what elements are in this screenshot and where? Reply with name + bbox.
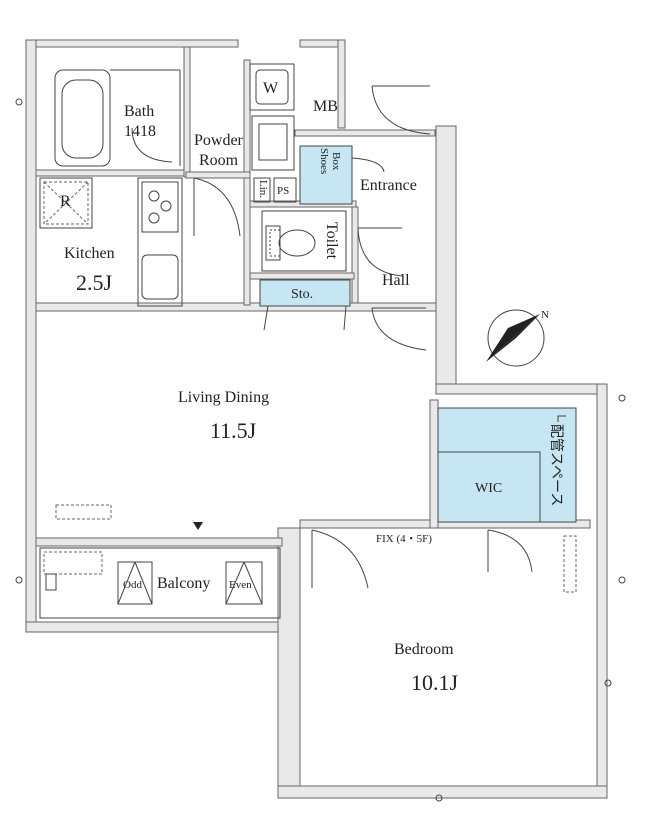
shoes-box [299, 145, 353, 205]
powder-room-label-1: Powder [194, 132, 244, 149]
wic-label: WIC [475, 481, 502, 496]
fix-label: FIX (4・5F) [376, 533, 432, 545]
shoes-box-label-2: Box [330, 152, 342, 171]
ps-label: PS [277, 185, 289, 197]
compass-circle [487, 309, 545, 367]
compass: N [486, 309, 549, 367]
living-dining-label: Living Dining [178, 389, 269, 406]
powder-room-label-2: Room [199, 152, 239, 169]
bedroom: FIX (4・5F) Bedroom 10.1J [311, 529, 577, 695]
bath-size-label: 1418 [124, 123, 156, 140]
balcony: Odd Even Balcony [39, 547, 281, 619]
living-dining-size-label: 11.5J [210, 418, 257, 443]
compass-north-label: N [541, 309, 549, 321]
kitchen: R Kitchen 2.5J [39, 177, 183, 307]
walk-in-closet: WIC 配管スペース [437, 407, 577, 523]
wall-markers [15, 98, 626, 802]
fridge-label: R [60, 193, 71, 210]
kitchen-size-label: 2.5J [76, 270, 113, 295]
bedroom-size-label: 10.1J [411, 670, 459, 695]
piping-space-label: 配管スペース [548, 424, 564, 506]
bedroom-label: Bedroom [394, 641, 454, 658]
lin-label: Lin. [257, 180, 269, 198]
bath-room: Bath 1418 [54, 69, 181, 167]
living-dining: Living Dining 11.5J [55, 389, 269, 530]
entrance-label: Entrance [360, 177, 417, 194]
sto-label: Sto. [291, 287, 313, 302]
toilet-label: Toilet [323, 222, 340, 260]
hall-label: Hall [382, 272, 410, 289]
even-label: Even [229, 579, 252, 591]
bath-label: Bath [124, 103, 154, 120]
storage: Sto. [259, 279, 427, 351]
entrance-area: Shoes Box Entrance Lin. PS [253, 85, 431, 205]
odd-label: Odd [123, 579, 142, 591]
kitchen-label: Kitchen [64, 245, 115, 262]
shoes-box-label-1: Shoes [318, 148, 330, 174]
mb-label: MB [313, 98, 338, 115]
toilet-room: Toilet Hall [261, 210, 410, 289]
washer-label: W [263, 80, 279, 97]
balcony-label: Balcony [157, 575, 210, 592]
powder-room: W Powder Room MB [193, 63, 338, 237]
